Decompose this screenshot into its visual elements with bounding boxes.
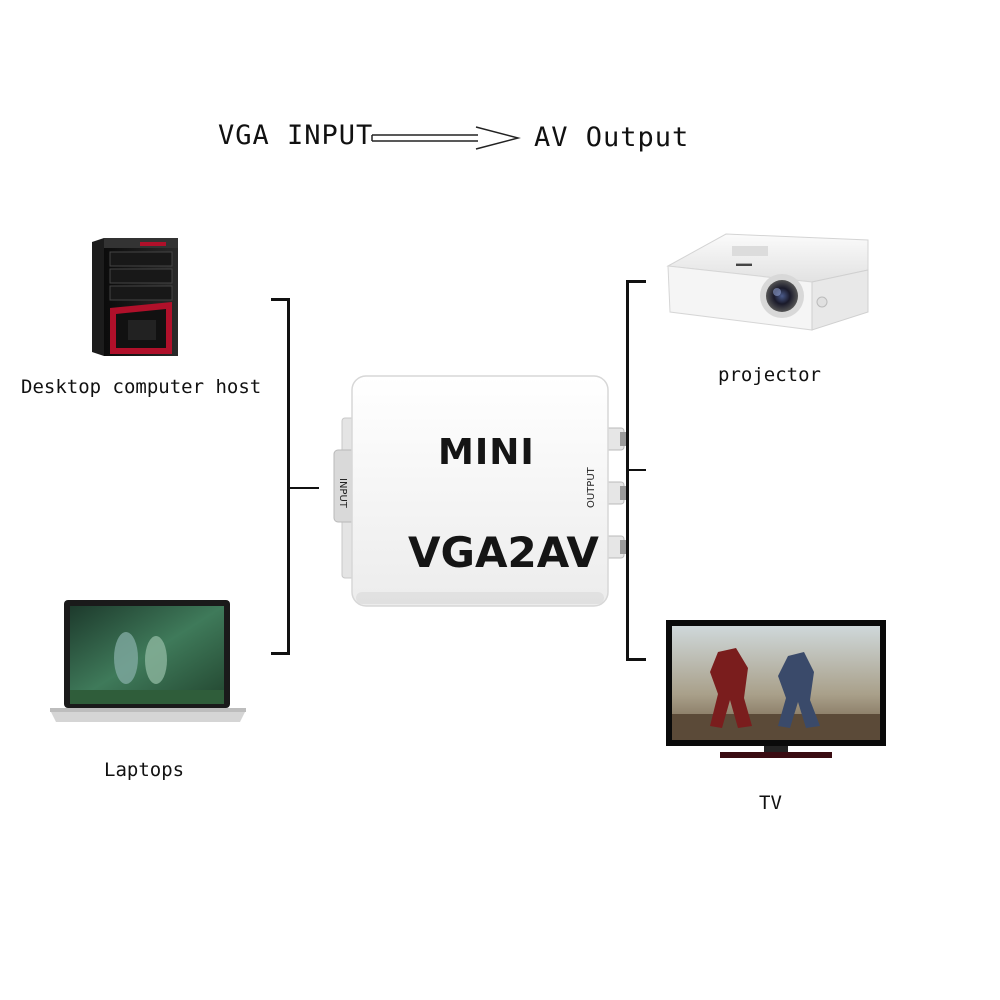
left-bracket-connector <box>287 487 319 489</box>
desktop-label: Desktop computer host <box>21 376 262 398</box>
left-bracket-vertical <box>287 298 290 655</box>
svg-text:▬▬: ▬▬ <box>736 259 752 268</box>
tv-label: TV <box>759 792 782 814</box>
right-bracket-top <box>626 280 646 283</box>
left-bracket-top <box>271 298 289 301</box>
input-heading: VGA INPUT <box>218 120 374 151</box>
output-heading: AV Output <box>534 122 690 153</box>
adapter-brand: MINI <box>438 432 535 473</box>
desktop-tower-icon <box>92 238 178 356</box>
adapter-output-label: OUTPUT <box>586 467 597 508</box>
projector-label: projector <box>718 364 821 386</box>
right-bracket-connector <box>626 469 646 471</box>
laptop-icon <box>50 600 246 722</box>
vga2av-adapter <box>333 375 626 607</box>
projector-icon: ▬▬ <box>666 233 869 331</box>
laptop-label: Laptops <box>104 759 185 781</box>
tv-icon <box>666 620 886 758</box>
adapter-model: VGA2AV <box>408 528 599 577</box>
double-line-right-arrow-icon <box>371 126 521 150</box>
adapter-input-label: INPUT <box>337 478 348 508</box>
left-bracket-bottom <box>271 652 289 655</box>
right-bracket-bottom <box>626 658 646 661</box>
